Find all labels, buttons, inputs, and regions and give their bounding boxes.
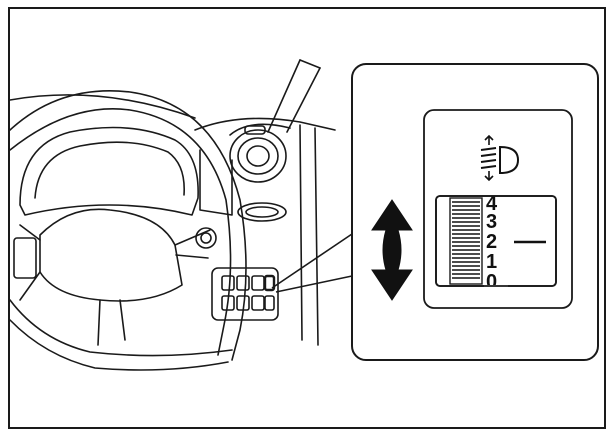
- scale-label: 1: [486, 251, 497, 273]
- headlight-leveling-icon: [480, 134, 520, 182]
- scale-label: 0: [486, 271, 497, 293]
- dashboard-drawing: [9, 59, 336, 371]
- scale-label: 2: [486, 231, 497, 253]
- leveling-dial[interactable]: [449, 197, 483, 285]
- scale-label: 4: [486, 193, 498, 215]
- a-pillar-line: [267, 59, 301, 133]
- center-ring: [237, 202, 287, 222]
- steering-hub: [39, 208, 183, 302]
- dial-scale: 4 3 2 1 0: [486, 193, 498, 293]
- air-vent-round: [229, 129, 287, 183]
- steering-wheel: [9, 90, 247, 361]
- instrument-cluster: [19, 126, 199, 216]
- outer-frame: [8, 7, 606, 429]
- scale-label: 3: [486, 211, 497, 233]
- callout-lines: [271, 233, 353, 293]
- up-down-arrow-icon: [371, 199, 413, 301]
- switch-panel: [211, 267, 279, 321]
- ignition-knob: [195, 227, 217, 249]
